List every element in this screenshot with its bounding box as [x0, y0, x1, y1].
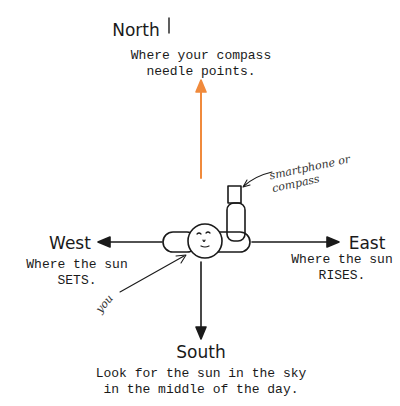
- south-arrowhead: [196, 327, 206, 339]
- face: [197, 232, 210, 247]
- head: [188, 224, 222, 258]
- leader-line: [120, 256, 184, 292]
- south-arrow: [200, 262, 202, 334]
- direction-label: East: [341, 233, 393, 253]
- direction-label: North: [105, 20, 167, 40]
- leader-arrowhead: [243, 180, 250, 187]
- east-arrowhead: [327, 237, 339, 247]
- smartphone: [228, 186, 241, 203]
- direction-note: Look for the sun in the sky in the middl…: [88, 366, 314, 398]
- direction-label: West: [40, 233, 100, 253]
- north-arrowhead: [196, 80, 206, 92]
- leader-line: [244, 172, 272, 186]
- forearm: [227, 203, 245, 241]
- direction-note: Where your compass needle points.: [120, 48, 282, 80]
- cursor-mark: [168, 18, 169, 33]
- callout-note: smartphone or compass: [268, 151, 361, 195]
- direction-label: South: [165, 342, 237, 362]
- west-arrow: [103, 241, 162, 243]
- north-arrow: [200, 84, 202, 178]
- east-arrow: [252, 241, 334, 243]
- callout-note: you: [93, 281, 125, 315]
- direction-note: Where the sun RISES.: [287, 252, 397, 284]
- leader-arrowhead: [176, 255, 186, 263]
- direction-note: Where the sun SETS.: [22, 257, 132, 289]
- west-arrowhead: [98, 237, 110, 247]
